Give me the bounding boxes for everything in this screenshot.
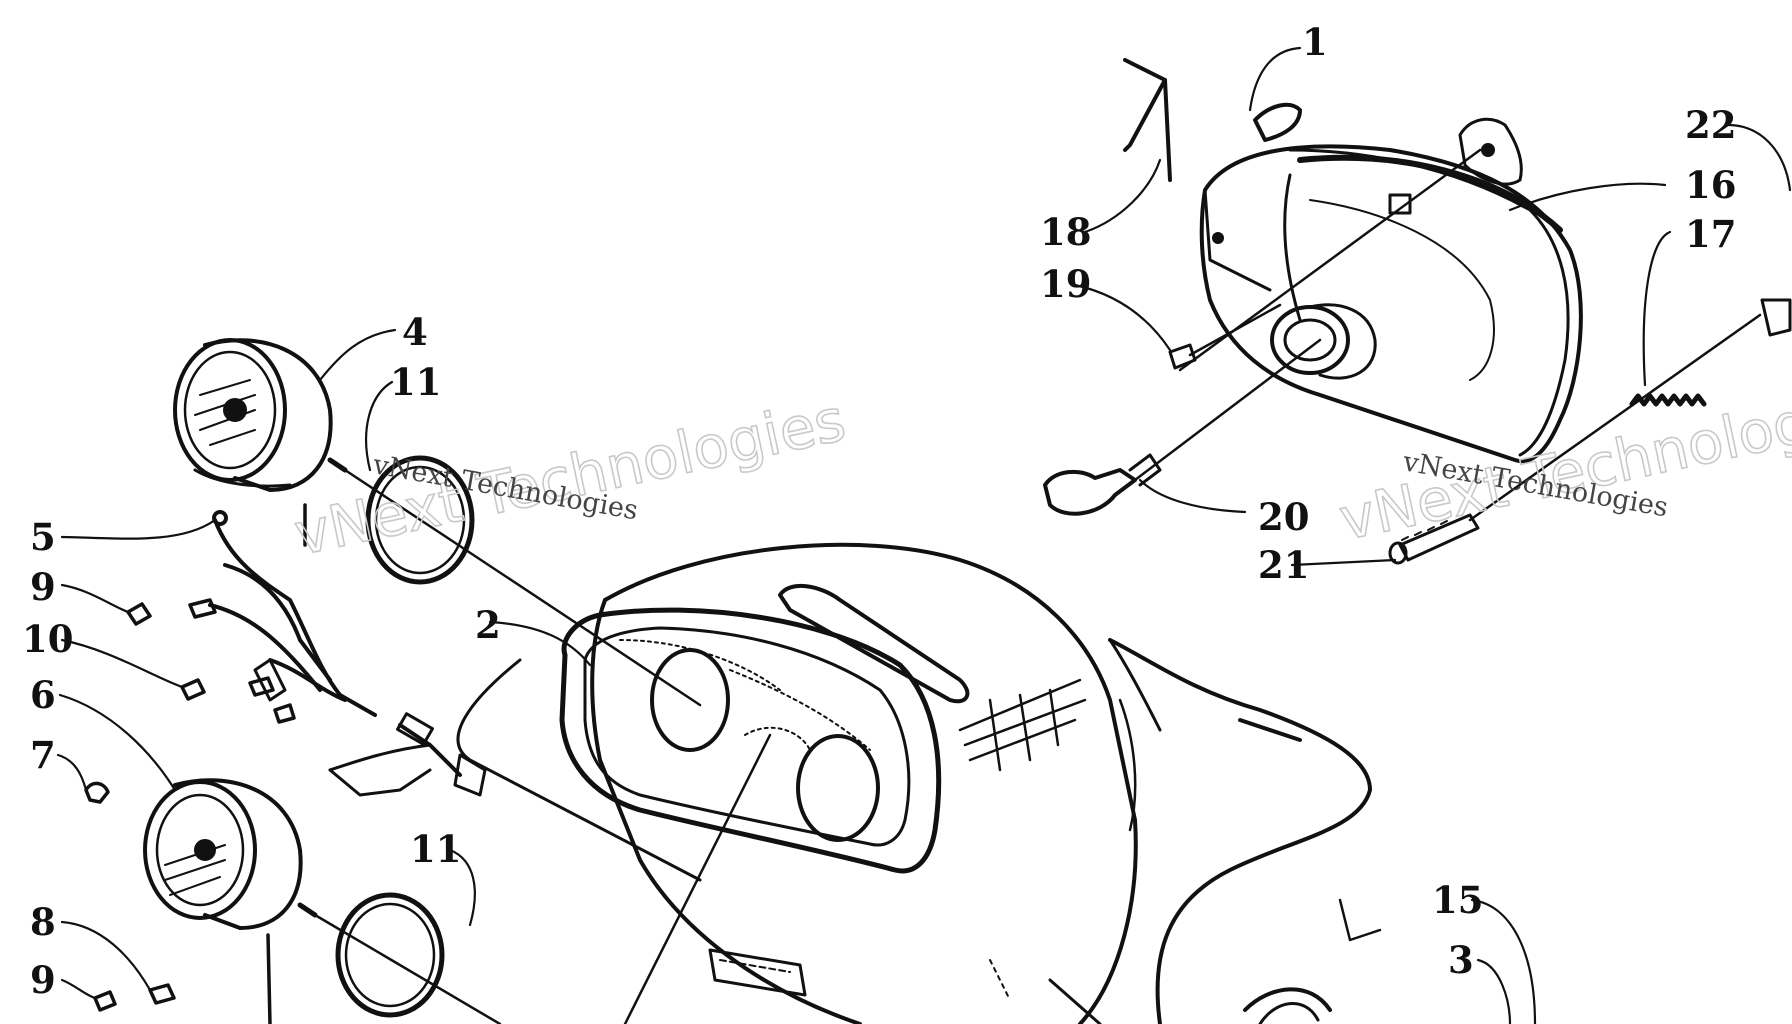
watermark-left: vNext Technologies vNext Technologies	[288, 385, 852, 570]
callout-3: 3	[1448, 938, 1474, 982]
callout-11-lower: 11	[410, 827, 462, 871]
tachometer-gauge	[143, 778, 318, 930]
bezel-ring-lower	[335, 892, 445, 1018]
watermark-right: vNext Technologies vNext Technologies	[1333, 370, 1792, 555]
bezel-ring-upper	[365, 455, 475, 585]
callout-labels: 1 18 19 20 21 22 16 17 4 11 5 9 10 6 7 8…	[22, 20, 1737, 1002]
callout-1: 1	[1302, 20, 1328, 64]
callout-22: 22	[1685, 103, 1737, 147]
callout-20: 20	[1258, 495, 1310, 539]
callout-10: 10	[22, 617, 74, 661]
wire-harness	[208, 510, 487, 797]
speedometer-gauge	[173, 338, 348, 492]
callout-9-upper: 9	[30, 565, 56, 609]
callout-16: 16	[1685, 163, 1737, 207]
callout-11-upper: 11	[390, 360, 442, 404]
callout-6: 6	[30, 673, 56, 717]
leader-lines	[56, 46, 1792, 1024]
small-bulb-set	[84, 598, 296, 1012]
callout-7: 7	[30, 733, 56, 777]
callout-8: 8	[30, 900, 56, 944]
callout-19: 19	[1040, 262, 1092, 306]
callout-17: 17	[1685, 212, 1737, 256]
callout-21: 21	[1258, 543, 1310, 587]
callout-18: 18	[1040, 210, 1092, 254]
callout-9-lower: 9	[30, 958, 56, 1002]
headlight-assembly	[1043, 58, 1792, 565]
callout-4: 4	[402, 310, 428, 354]
callout-2: 2	[475, 603, 501, 647]
hood-assembly	[328, 542, 1382, 1024]
callout-15: 15	[1432, 878, 1484, 922]
callout-5: 5	[30, 515, 56, 559]
